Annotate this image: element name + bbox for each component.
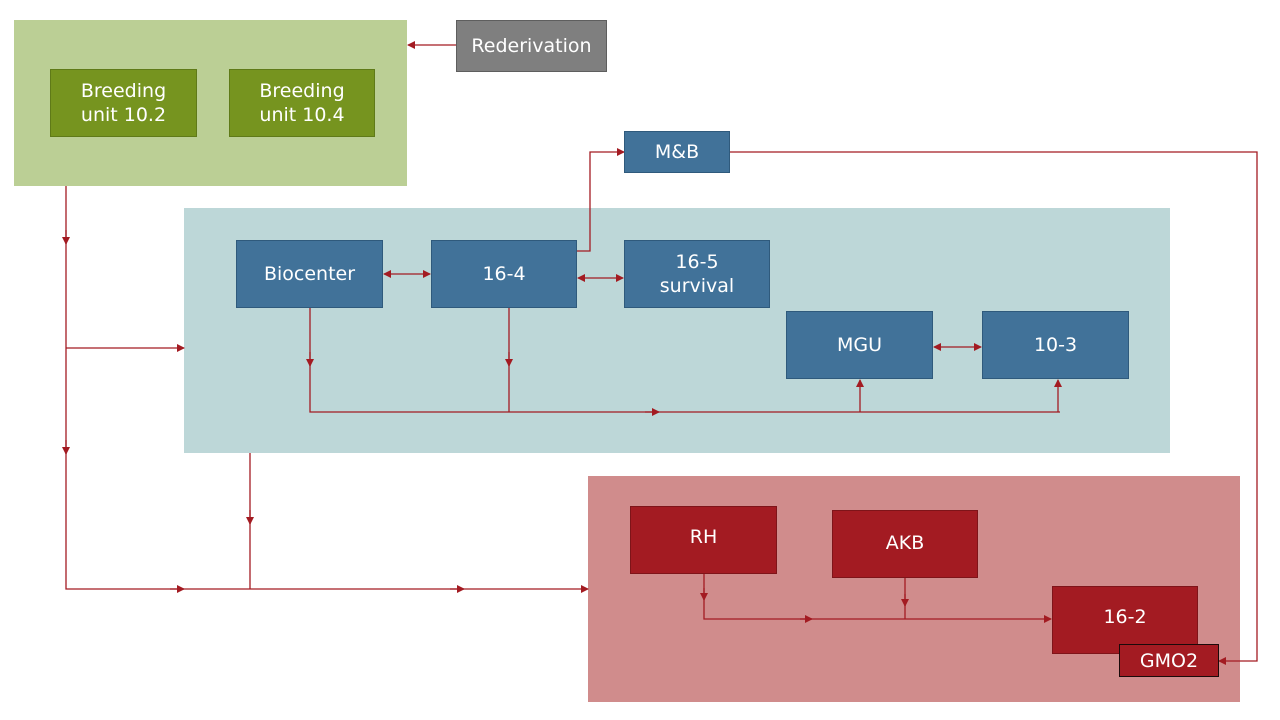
- node-mb[interactable]: M&B: [624, 131, 730, 173]
- node-16-5-survival[interactable]: 16-5 survival: [624, 240, 770, 308]
- edge-biocenter-bus: [309, 308, 1060, 413]
- node-biocenter[interactable]: Biocenter: [236, 240, 383, 308]
- node-mgu[interactable]: MGU: [786, 311, 933, 379]
- node-akb[interactable]: AKB: [832, 510, 978, 578]
- node-gmo2[interactable]: GMO2: [1119, 644, 1219, 677]
- node-16-4[interactable]: 16-4: [431, 240, 577, 308]
- node-rederivation[interactable]: Rederivation: [456, 20, 607, 72]
- node-rh[interactable]: RH: [630, 506, 777, 574]
- edge-breeding-trunk: [65, 186, 589, 593]
- edge-rh-16-2: [703, 574, 1052, 623]
- node-10-3[interactable]: 10-3: [982, 311, 1129, 379]
- node-breeding-unit-10-4[interactable]: Breeding unit 10.4: [229, 69, 375, 137]
- edge-mb-gmo2: [730, 151, 1258, 665]
- edge-16-4-mb: [577, 148, 625, 252]
- node-breeding-unit-10-2[interactable]: Breeding unit 10.2: [50, 69, 197, 137]
